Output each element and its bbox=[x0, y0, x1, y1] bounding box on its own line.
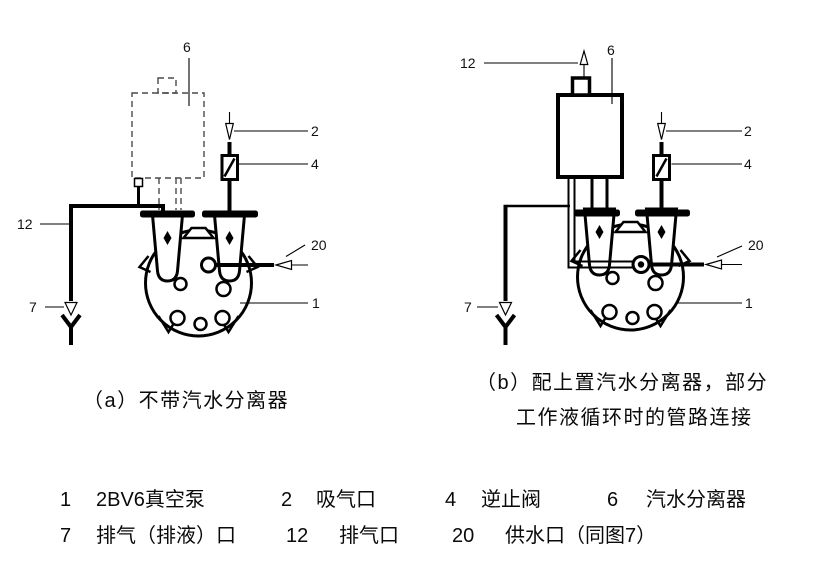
legend-num: 20 bbox=[452, 525, 475, 547]
drain-outlet-fork bbox=[60, 313, 82, 345]
label-a-suction: 2 bbox=[311, 123, 319, 139]
legend-term: 吸气口 bbox=[316, 489, 376, 511]
leader-line-20 bbox=[716, 245, 743, 258]
flow-arrow-down-icon bbox=[64, 301, 78, 317]
separator-cap-dashed bbox=[157, 77, 177, 94]
legend-num: 6 bbox=[607, 489, 619, 511]
legend-num: 2 bbox=[281, 489, 293, 511]
exhaust-pipe bbox=[69, 204, 165, 301]
separator-cap bbox=[570, 76, 592, 97]
left-port-flange bbox=[574, 209, 620, 217]
diagram-a-art bbox=[40, 58, 308, 345]
legend-num: 12 bbox=[286, 525, 309, 547]
vacuum-pump-a bbox=[138, 213, 259, 338]
legend-num: 1 bbox=[60, 489, 72, 511]
label-a-separator: 6 bbox=[183, 39, 191, 55]
legend-term: 供水口（同图7） bbox=[505, 525, 657, 547]
diagram-b-art bbox=[477, 48, 743, 345]
caption-a: （a）不带汽水分离器 bbox=[83, 390, 290, 412]
circulation-pipe-inner bbox=[573, 177, 634, 263]
label-a-drain: 7 bbox=[29, 299, 37, 315]
label-b-water-supply: 20 bbox=[748, 237, 764, 253]
separator-box bbox=[556, 93, 624, 179]
label-b-separator: 6 bbox=[607, 42, 615, 58]
legend-term: 排气（排液）口 bbox=[96, 525, 236, 547]
label-a-check-valve: 4 bbox=[311, 156, 319, 172]
legend-term: 汽水分离器 bbox=[646, 489, 746, 511]
right-port-flange bbox=[202, 210, 258, 218]
label-a-water-supply: 20 bbox=[311, 237, 327, 253]
flow-arrow-left-icon bbox=[273, 259, 293, 271]
flow-arrow-up-icon bbox=[579, 48, 589, 66]
caption-b-line2: 工作液循环时的管路连接 bbox=[516, 407, 753, 429]
label-b-check-valve: 4 bbox=[744, 156, 752, 172]
drain-outlet-fork bbox=[494, 313, 517, 345]
leader-line-20 bbox=[285, 244, 306, 257]
left-port-flange bbox=[140, 210, 195, 218]
drain-stub bbox=[133, 177, 144, 188]
legend-num: 7 bbox=[60, 525, 72, 547]
legend-term: 排气口 bbox=[339, 525, 399, 547]
label-a-pump: 1 bbox=[312, 295, 320, 311]
check-valve-diagonal bbox=[223, 157, 236, 178]
label-b-pump: 1 bbox=[745, 295, 753, 311]
flow-arrow-left-icon bbox=[703, 259, 723, 270]
legend-term: 逆止阀 bbox=[481, 489, 541, 511]
legend-num: 4 bbox=[445, 489, 457, 511]
water-supply-port-dot bbox=[637, 261, 645, 268]
label-a-exhaust: 12 bbox=[17, 216, 33, 232]
caption-b-line1: （b）配上置汽水分离器，部分 bbox=[476, 372, 769, 394]
flow-arrow-down-icon bbox=[498, 301, 513, 317]
flow-arrow-down-icon bbox=[224, 122, 235, 140]
flow-arrow-down-icon bbox=[656, 122, 667, 140]
label-b-drain: 7 bbox=[464, 299, 472, 315]
check-valve-diagonal bbox=[655, 157, 668, 178]
vacuum-pump-b bbox=[570, 207, 691, 332]
label-b-suction: 2 bbox=[744, 123, 752, 139]
label-b-exhaust: 12 bbox=[460, 55, 476, 71]
right-port-flange bbox=[635, 209, 690, 217]
separator-box-dashed bbox=[131, 92, 205, 179]
water-supply-port bbox=[200, 256, 217, 274]
legend-term: 2BV6真空泵 bbox=[96, 489, 205, 511]
